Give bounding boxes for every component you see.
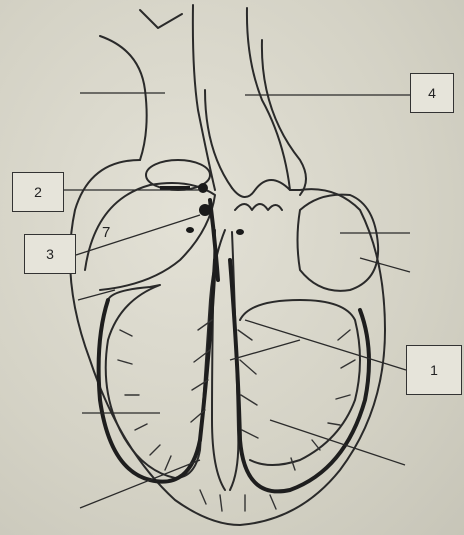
vessel-curve	[140, 10, 182, 28]
label-box-4: 4	[410, 73, 454, 113]
purkinje-fibers-5	[200, 490, 276, 511]
purkinje-fibers-1	[118, 330, 171, 470]
label-box-1: 1	[406, 345, 462, 395]
sa-node-dot-2	[199, 204, 211, 216]
pulmonary-trunk-2	[262, 40, 306, 195]
leader-line-1b	[230, 340, 300, 360]
left-atrium	[298, 195, 379, 291]
superior-vena-cava	[100, 36, 147, 160]
left-ventricle	[240, 300, 360, 465]
leader-line-1a	[245, 320, 406, 370]
sa-node-dot-1	[198, 183, 208, 193]
leader-line-bottom-left	[80, 460, 200, 508]
his-dot	[236, 229, 244, 235]
label-box-3: 3	[24, 234, 76, 274]
leader-line-right-2	[360, 258, 410, 272]
annotation-mark: 7	[102, 224, 110, 241]
label-box-2: 2	[12, 172, 64, 212]
heart-outline	[70, 160, 385, 525]
valve-flaps	[235, 204, 282, 210]
av-node	[186, 227, 194, 233]
